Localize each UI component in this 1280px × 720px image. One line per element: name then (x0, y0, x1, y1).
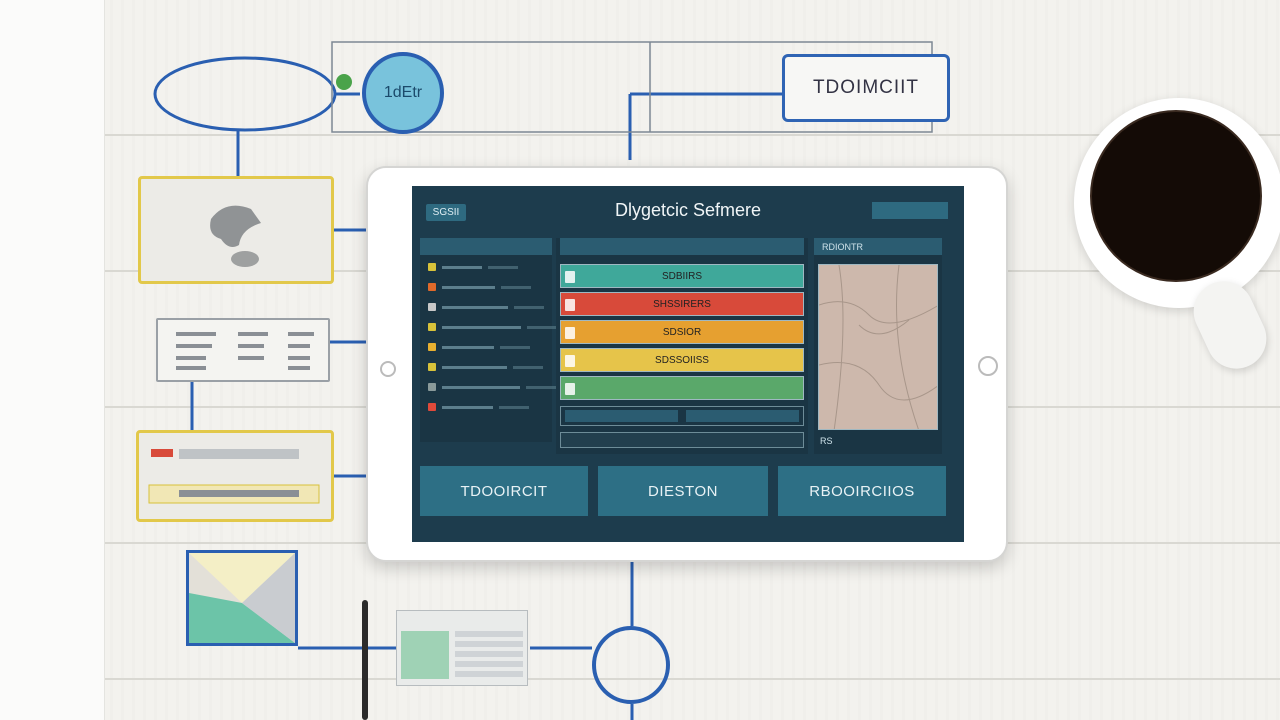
top-circle-label: 1dEtr (383, 84, 423, 101)
row-bar (500, 345, 530, 349)
filter-row (560, 406, 804, 426)
top-right-node: TDOIMCIIT (782, 54, 950, 122)
status-square-icon (428, 323, 436, 331)
row-bar (442, 305, 508, 309)
map-roads-icon (819, 265, 937, 429)
top-left-badge[interactable]: SGSII (426, 204, 466, 221)
document-icon (565, 355, 575, 367)
row-bar (442, 345, 494, 349)
status-square-icon (428, 263, 436, 271)
button-1[interactable]: TDOOIRCIT (420, 466, 588, 516)
app-screen: SGSII Dlygetcic Sefmere SDBIIRS SHSSIRERS… (412, 186, 964, 542)
button-3[interactable]: RBOOIRCIIOS (778, 466, 946, 516)
left-list-row[interactable] (428, 300, 544, 314)
coffee (1090, 110, 1262, 282)
row-bar (526, 385, 556, 389)
category-bar[interactable] (560, 376, 804, 400)
left-list-row[interactable] (428, 340, 530, 354)
right-panel-footer: RS (820, 436, 833, 446)
left-list-row[interactable] (428, 380, 556, 394)
row-bar (514, 305, 544, 309)
button-2[interactable]: DIESTON (598, 466, 768, 516)
progress-track (560, 432, 804, 448)
form-card (136, 430, 334, 522)
left-panel-header (420, 238, 552, 255)
camera-icon (380, 361, 396, 377)
paper-sheet (0, 0, 105, 720)
top-circle-node: 1dEtr (362, 52, 444, 134)
left-list-row[interactable] (428, 320, 557, 334)
category-bar-label: SDBIIRS (661, 270, 702, 282)
document-icon (565, 271, 575, 283)
left-list-row[interactable] (428, 400, 529, 414)
category-bar[interactable]: SHSSIRERS (560, 292, 804, 316)
status-square-icon (428, 343, 436, 351)
row-bar (513, 365, 543, 369)
category-bar-label: SHSSIRERS (653, 298, 711, 310)
status-square-icon (428, 303, 436, 311)
pen (362, 600, 368, 720)
info-note (156, 318, 330, 382)
note-lines-icon (176, 332, 314, 370)
right-panel-header: RDIONTR (814, 238, 942, 255)
document-icon (565, 327, 575, 339)
bottom-circle-node (592, 626, 670, 704)
category-bar[interactable]: SDBIIRS (560, 264, 804, 288)
category-bar-label: SDSSOIISS (655, 354, 709, 366)
map-card (138, 176, 334, 284)
row-bar (488, 265, 518, 269)
home-button[interactable] (978, 356, 998, 376)
row-bar (442, 365, 507, 369)
filter-input-2[interactable] (686, 410, 799, 422)
small-device-lines (455, 631, 523, 679)
status-square-icon (428, 363, 436, 371)
filter-input-1[interactable] (565, 410, 678, 422)
document-icon (565, 299, 575, 311)
row-bar (442, 265, 482, 269)
small-device (396, 610, 528, 686)
left-list-row[interactable] (428, 280, 531, 294)
document-icon (565, 383, 575, 395)
right-panel: RDIONTR RS (814, 238, 942, 454)
chart-thumbnail-icon (189, 553, 295, 643)
top-right-node-label: TDOIMCIIT (812, 77, 920, 98)
left-panel (420, 238, 557, 442)
left-list-row[interactable] (428, 260, 518, 274)
center-panel: SDBIIRS SHSSIRERS SDSIOR SDSSOIISS (556, 238, 808, 454)
map-icon (210, 205, 261, 267)
status-square-icon (428, 283, 436, 291)
tablet: SGSII Dlygetcic Sefmere SDBIIRS SHSSIRERS… (366, 166, 1008, 562)
status-square-icon (428, 383, 436, 391)
left-list-row[interactable] (428, 360, 543, 374)
status-square-icon (428, 403, 436, 411)
row-bar (499, 405, 529, 409)
app-title: Dlygetcic Sefmere (614, 200, 762, 220)
row-bar (527, 325, 557, 329)
category-bar[interactable]: SDSIOR (560, 320, 804, 344)
form-lines-icon (148, 449, 320, 504)
category-bar[interactable]: SDSSOIISS (560, 348, 804, 372)
chart-thumbnail (186, 550, 298, 646)
center-panel-header (560, 238, 804, 255)
row-bar (442, 405, 493, 409)
small-device-image (401, 631, 449, 679)
top-right-button[interactable] (872, 202, 948, 219)
row-bar (442, 385, 520, 389)
dot-icon (336, 74, 352, 90)
map-view[interactable] (818, 264, 938, 430)
row-bar (442, 325, 521, 329)
row-bar (501, 285, 531, 289)
row-bar (442, 285, 495, 289)
category-bar-label: SDSIOR (662, 326, 702, 338)
